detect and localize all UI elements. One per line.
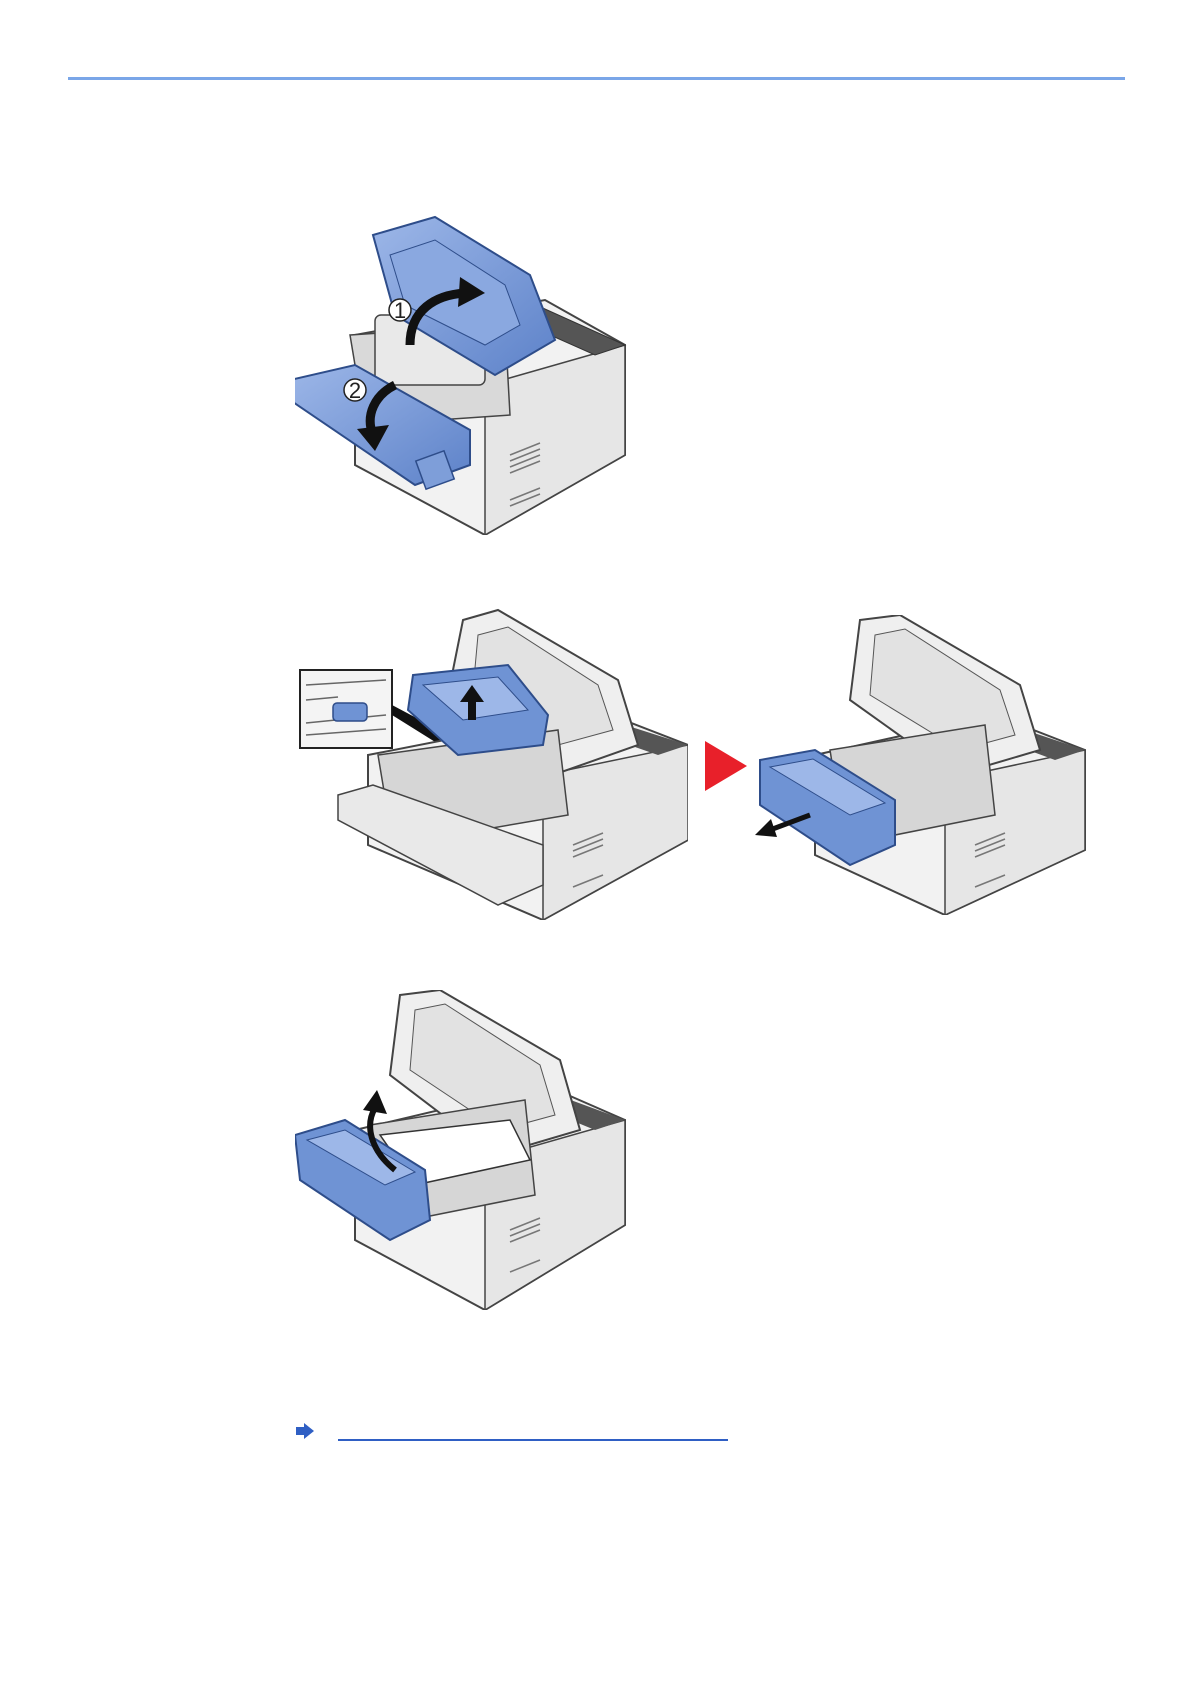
- header-rule: [68, 77, 1125, 80]
- callout-2: 2: [349, 378, 361, 403]
- figure-remove-paper: [295, 990, 635, 1310]
- figure-open-covers: 1 2: [295, 215, 635, 535]
- reference-link-underline[interactable]: [338, 1439, 728, 1441]
- arrow-right-icon: [296, 1423, 314, 1439]
- figure-pull-developer: [755, 615, 1090, 915]
- step-arrow: [705, 741, 747, 791]
- figure-lift-developer: [298, 605, 688, 920]
- callout-1: 1: [394, 298, 406, 323]
